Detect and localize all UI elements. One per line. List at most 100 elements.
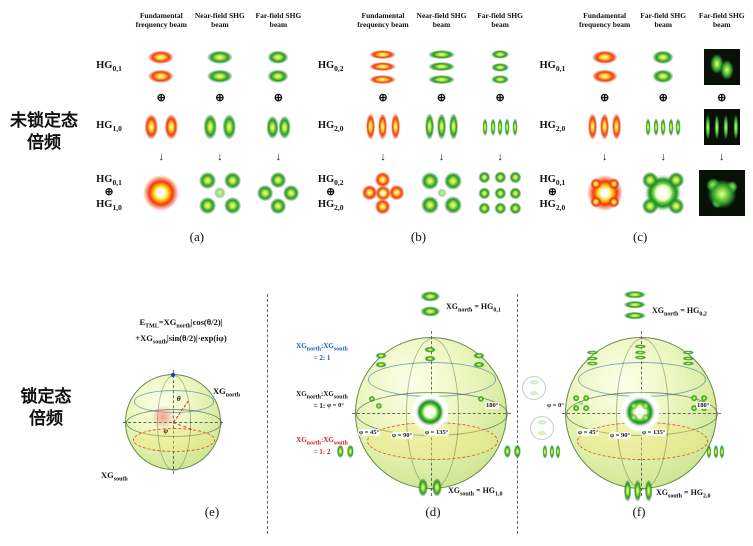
panel-caption: (e): [204, 504, 220, 519]
poincare-sphere-e: θ φ: [123, 370, 223, 474]
angle-chip: 180°: [696, 402, 711, 409]
beam-cell: [634, 45, 693, 89]
panel-b: Fundamental frequency beam Near-field SHG…: [308, 10, 530, 251]
panel-f: XGnorth = HG0,2 XGsouth = HG2,0 φ = 0° φ…: [520, 290, 753, 546]
mode-label: HG0,1: [96, 60, 122, 74]
beam-hg10-green: [336, 442, 355, 461]
beam-cell: [191, 45, 250, 89]
beam-cell: [354, 45, 413, 89]
panel-row: HG0,1: [86, 45, 308, 89]
panel-header-row: Fundamental frequency beam Near-field SHG…: [86, 10, 308, 45]
sphere-modes: [520, 290, 753, 546]
angle-chip: φ = 45°: [577, 429, 600, 436]
locked-state-label: 锁定态 倍频: [6, 386, 86, 430]
panel-row: HG0,1: [529, 45, 751, 89]
panel-caption: (a): [189, 229, 205, 244]
down-arrow-icon: ↓: [660, 151, 666, 163]
beam-hg02-green: [584, 350, 600, 366]
beam-hg20-red: [364, 109, 401, 145]
panel-row: HG1,0: [86, 105, 308, 149]
oplus-icon: ⊕: [436, 91, 447, 104]
beam-hg02-green: [632, 344, 648, 360]
panel-caption: (c): [632, 229, 648, 244]
oplus-icon: ⊕: [658, 91, 668, 104]
panel-header-row: Fundamental frequency beam Near-field SHG…: [308, 10, 530, 45]
beam-cell: [471, 45, 530, 89]
angle-chip: φ = 90°: [391, 432, 414, 439]
locked-section: 锁定态 倍频 ETML=XGnorth|cos(θ/2)|+XGsouth|si…: [0, 290, 753, 546]
angle-chip: φ = 90°: [609, 432, 632, 439]
angle-chip: 180°: [485, 402, 500, 409]
symbol-row: ⊕⊕⊕: [86, 89, 308, 105]
beam-cell: [575, 105, 634, 149]
mode-label: HG0,2⊕HG2,0: [317, 173, 344, 212]
beam-cell: [575, 45, 634, 89]
panel-row: HG0,1⊕HG2,0: [529, 165, 751, 221]
oplus-icon: ⊕: [600, 91, 610, 104]
tml-formula: ETML=XGnorth|cos(θ/2)|+XGsouth|sin(θ/2)|…: [135, 317, 227, 346]
oplus-icon: ⊕: [273, 91, 284, 104]
beam-hg01-green: [201, 49, 238, 85]
angle-chip: φ = 135°: [424, 429, 450, 436]
angle-chip: φ = 0°: [326, 402, 345, 409]
symbol-row: ⊕ ⊕ ⊕: [529, 89, 751, 105]
column-header: Fundamental frequency beam: [357, 11, 409, 29]
beam-cell: [354, 165, 413, 221]
angle-chip: φ = 135°: [641, 429, 667, 436]
beam-hg20-green: [623, 476, 653, 506]
mode-label: HG2,0: [539, 120, 566, 134]
panel-row: HG0,2⊕HG2,0: [308, 165, 530, 221]
beam-dark-speckle: [698, 170, 745, 216]
panel-a: Fundamental frequency beam Near-field SHG…: [86, 10, 308, 251]
beam-quadring-green: [640, 170, 687, 216]
beam-hg02-green: [620, 290, 650, 320]
symbol-row: ↓↓↓: [86, 149, 308, 165]
column-header: Near-field SHG beam: [194, 11, 245, 29]
beam-cell: [471, 165, 530, 221]
angle-chip: φ = 0°: [546, 402, 565, 409]
beam-donut-green: [412, 394, 448, 430]
beam-hg10-green: [417, 474, 443, 500]
beam-cell: [634, 165, 693, 221]
sphere-modes: [272, 290, 522, 546]
ratio-label-1-2: XGnorth:XGsouth= 1: 2: [296, 436, 348, 457]
column-header: Far-field SHG beam: [698, 11, 745, 29]
unlocked-state-label-line2: 倍频: [27, 133, 61, 153]
beam-cell: [191, 165, 250, 221]
beam-hg01-green-far: [260, 49, 297, 85]
beam-cell: [692, 45, 751, 89]
beam-hg01-red: [586, 49, 623, 85]
beam-hg01-green: [373, 352, 389, 368]
beam-ringx-red: [581, 170, 628, 216]
beam-hg20-green: [423, 109, 460, 145]
beam-hg20-green-far5: [645, 109, 682, 145]
beam-cell: [249, 45, 308, 89]
ratio-label-2-1: XGnorth:XGsouth= 2: 1: [296, 342, 348, 363]
beam-hg02-red: [364, 49, 401, 85]
beam-rings-green: [418, 170, 465, 216]
beam-diag2-green: [367, 394, 384, 411]
beam-cell: [634, 105, 693, 149]
panel-e: ETML=XGnorth|cos(θ/2)|+XGsouth|sin(θ/2)|…: [95, 290, 267, 546]
ratio-label-1-1: XGnorth:XGsouth= 1: 1: [296, 390, 348, 411]
beam-hg01-green-far: [645, 49, 682, 85]
column-header: Fundamental frequency beam: [135, 11, 187, 29]
panel-row: HG0,2: [308, 45, 530, 89]
beam-cell: [412, 105, 471, 149]
down-arrow-icon: ↓: [158, 151, 165, 163]
panels-row: Fundamental frequency beam Near-field SHG…: [86, 10, 751, 251]
beam-flower-red: [359, 170, 406, 216]
beam-hg20-red: [586, 109, 623, 145]
beam-cell: [354, 105, 413, 149]
beam-hg20-green: [706, 442, 725, 461]
north-mode-label: XGnorth = HG0,2: [652, 306, 707, 318]
beam-cell: [412, 45, 471, 89]
phi-label: φ: [163, 425, 168, 435]
panel-row: HG2,0: [308, 105, 530, 149]
beam-ring4-green: [621, 393, 659, 431]
beam-grid9-green: [477, 170, 524, 216]
theta-label: θ: [176, 393, 181, 403]
beam-ghost: [530, 416, 554, 440]
column-header: Near-field SHG beam: [416, 11, 467, 29]
oplus-icon: ⊕: [717, 91, 727, 104]
